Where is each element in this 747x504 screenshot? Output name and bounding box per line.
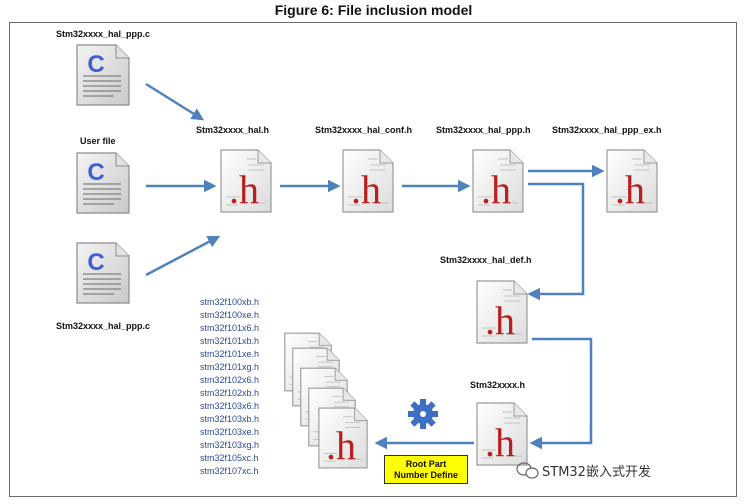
arrow-bottom-c-to-hal	[145, 235, 221, 277]
hal-conf-label: Stm32xxxx_hal_conf.h	[315, 125, 413, 135]
h-file-icon-hal: .h	[220, 149, 272, 213]
part-number-item: stm32f100xb.h	[200, 297, 260, 307]
root-define-line1: Root Part	[405, 459, 447, 469]
part-number-item: stm32f107xc.h	[200, 466, 259, 476]
part-number-item: stm32f105xc.h	[200, 453, 259, 463]
part-number-item: stm32f103xe.h	[200, 427, 260, 437]
part-number-item: stm32f100xe.h	[200, 310, 260, 320]
root-part-define-box: Root Part Number Define	[384, 455, 468, 484]
arrow-ppp-to-def	[527, 182, 585, 301]
h-glyph: .h	[615, 167, 645, 212]
h-glyph: .h	[485, 298, 515, 343]
c-file-icon-bottom: C	[76, 242, 130, 304]
part-number-item: stm32f101xg.h	[200, 362, 260, 372]
h-file-icon-hal-conf: .h	[342, 149, 394, 213]
c-file-icon-top: C	[76, 44, 130, 106]
h-file-icon-hal-ppp: .h	[472, 149, 524, 213]
part-number-item: stm32f101xe.h	[200, 349, 260, 359]
h-glyph: .h	[326, 423, 356, 468]
h-glyph: .h	[481, 167, 511, 212]
part-number-item: stm32f103xg.h	[200, 440, 260, 450]
gear-icon	[408, 399, 438, 429]
h-file-icon-hal-def: .h	[476, 280, 528, 344]
hal-def-label: Stm32xxxx_hal_def.h	[440, 255, 532, 265]
family-header-label: Stm32xxxx.h	[470, 380, 526, 390]
hal-ppp-label: Stm32xxxx_hal_ppp.h	[436, 125, 531, 135]
diagram-frame	[9, 22, 737, 497]
c-file-label-top: Stm32xxxx_hal_ppp.c	[56, 29, 151, 39]
part-number-item: stm32f102x6.h	[200, 375, 260, 385]
watermark-text: STM32嵌入式开发	[542, 465, 651, 480]
hal-label: Stm32xxxx_hal.h	[196, 125, 270, 135]
part-number-item: stm32f103x6.h	[200, 401, 260, 411]
hal-ppp-ex-label: Stm32xxxx_hal_ppp_ex.h	[552, 125, 662, 135]
h-file-icon-hal-ppp-ex: .h	[606, 149, 658, 213]
part-number-item: stm32f102xb.h	[200, 388, 260, 398]
part-number-item: stm32f101xb.h	[200, 336, 260, 346]
h-file-stack-icon: .h .h .h .h .h	[284, 332, 368, 469]
part-number-item: stm32f101x6.h	[200, 323, 260, 333]
c-glyph: C	[87, 51, 104, 78]
part-number-item: stm32f103xb.h	[200, 414, 260, 424]
c-file-label-user: User file	[80, 136, 116, 146]
c-glyph: C	[87, 159, 104, 186]
c-file-label-bottom: Stm32xxxx_hal_ppp.c	[56, 321, 151, 331]
c-file-icon-middle: C	[76, 152, 130, 214]
arrow-def-to-family	[529, 337, 593, 450]
figure-title: Figure 6: File inclusion model	[274, 2, 473, 18]
root-define-line2: Number Define	[393, 470, 458, 480]
h-glyph: .h	[351, 167, 381, 212]
c-glyph: C	[87, 249, 104, 276]
h-glyph: .h	[485, 420, 515, 465]
arrow-top-c-to-hal	[145, 82, 205, 121]
h-file-icon-family: .h	[476, 402, 528, 466]
wechat-logo-icon	[516, 462, 539, 479]
h-glyph: .h	[229, 167, 259, 212]
